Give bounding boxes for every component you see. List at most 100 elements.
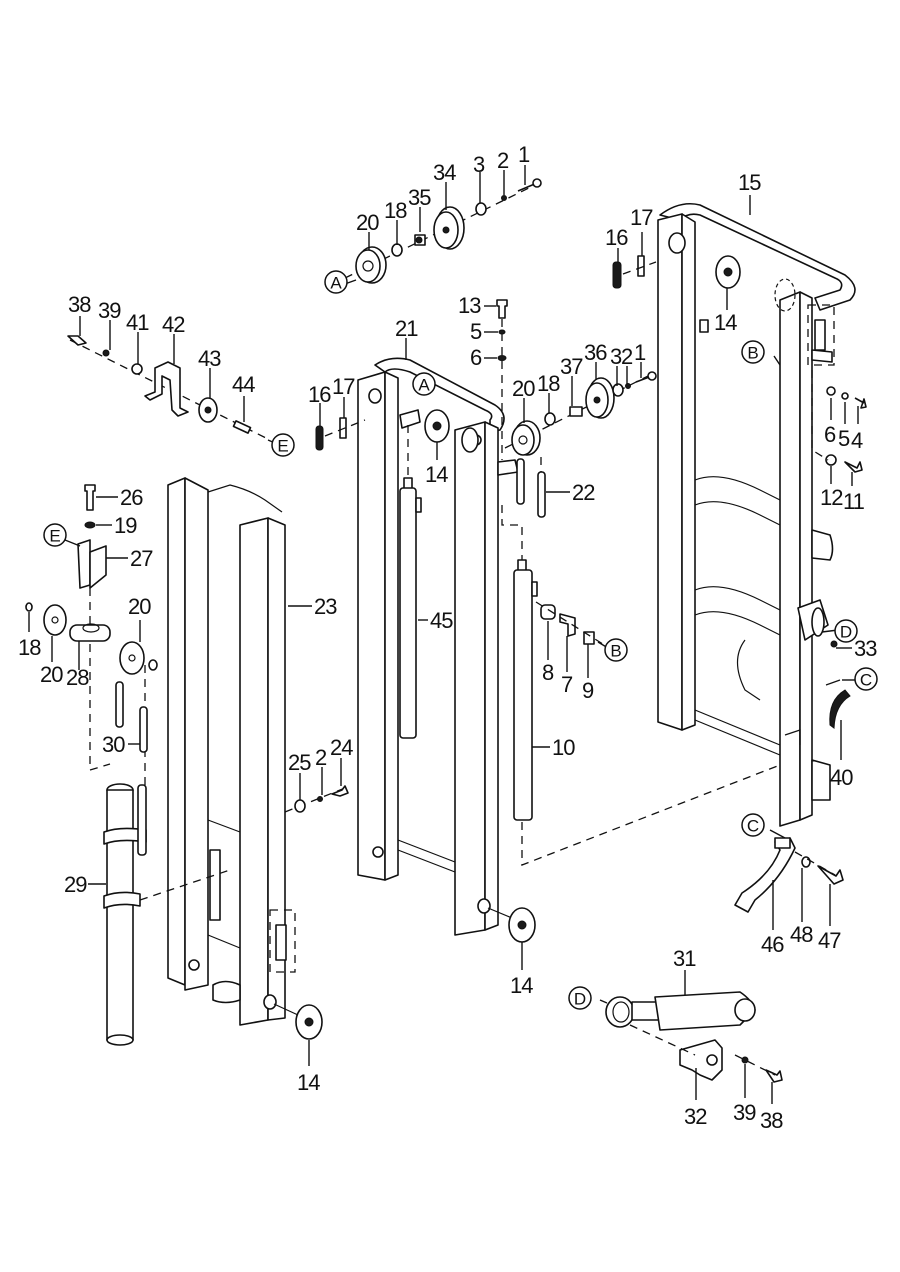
label-20c: 20 bbox=[40, 662, 63, 687]
chain-22 bbox=[516, 457, 546, 518]
label-4: 4 bbox=[851, 428, 863, 453]
chain-anchor-16-17-outer bbox=[612, 255, 657, 289]
ref-marker-a-top: A bbox=[324, 270, 348, 294]
label-46: 46 bbox=[761, 932, 784, 957]
snap-ring-18 bbox=[391, 243, 403, 257]
cylinder-bracket-D bbox=[797, 599, 838, 648]
ref-marker-e-bracket: E bbox=[271, 433, 295, 457]
sheave-20 bbox=[355, 246, 387, 284]
bearing-40 bbox=[825, 679, 851, 729]
label-45: 45 bbox=[430, 608, 453, 633]
label-13: 13 bbox=[458, 293, 481, 318]
label-24: 24 bbox=[330, 735, 353, 760]
inner-mast-21 bbox=[357, 357, 519, 936]
sheave-20-right bbox=[511, 420, 541, 456]
side-bolt-24-25 bbox=[284, 785, 349, 813]
label-2c: 2 bbox=[315, 745, 327, 770]
label-16: 16 bbox=[605, 225, 628, 250]
part-labels: 1 2 3 34 35 18 20 15 16 17 14 38 39 41 4… bbox=[18, 142, 878, 1133]
label-17b: 17 bbox=[332, 374, 355, 399]
ref-marker-a-mast: A bbox=[412, 372, 436, 396]
label-14: 14 bbox=[714, 310, 737, 335]
label-38: 38 bbox=[68, 292, 91, 317]
ref-marker-c-mast: C bbox=[854, 667, 878, 691]
nut-2-right bbox=[625, 383, 631, 389]
svg-text:A: A bbox=[330, 274, 342, 293]
label-18c: 18 bbox=[18, 635, 41, 660]
chain-anchor-16-17-inner bbox=[315, 417, 366, 451]
label-2: 2 bbox=[497, 148, 509, 173]
label-7: 7 bbox=[561, 672, 573, 697]
label-25: 25 bbox=[288, 750, 311, 775]
side-cylinder-29 bbox=[103, 783, 231, 1046]
label-14b: 14 bbox=[425, 462, 448, 487]
roller-14-inner-bottom bbox=[477, 898, 536, 943]
label-15: 15 bbox=[738, 170, 761, 195]
label-47: 47 bbox=[818, 928, 841, 953]
label-32: 32 bbox=[684, 1104, 707, 1129]
label-9: 9 bbox=[582, 678, 594, 703]
label-38b: 38 bbox=[760, 1108, 783, 1133]
label-28: 28 bbox=[66, 665, 89, 690]
label-39: 39 bbox=[98, 298, 121, 323]
svg-text:E: E bbox=[277, 437, 288, 456]
label-6b: 6 bbox=[824, 422, 836, 447]
label-5b: 5 bbox=[838, 426, 850, 451]
snap-ring-18-right bbox=[544, 412, 556, 426]
sheave-34 bbox=[433, 206, 465, 250]
leader-lines bbox=[28, 165, 859, 1104]
svg-text:E: E bbox=[49, 527, 60, 546]
ref-marker-e-sheave: E bbox=[43, 523, 67, 547]
outer-mast-15 bbox=[657, 202, 856, 827]
label-36: 36 bbox=[584, 340, 607, 365]
label-12: 12 bbox=[820, 485, 843, 510]
label-16b: 16 bbox=[308, 382, 331, 407]
svg-text:D: D bbox=[840, 623, 852, 642]
label-20b: 20 bbox=[512, 376, 535, 401]
label-6: 6 bbox=[470, 345, 482, 370]
reference-markers: A A B B C C D D bbox=[43, 270, 878, 1010]
lift-cylinder-45 bbox=[399, 425, 422, 739]
chain-sheave-bracket bbox=[25, 484, 158, 825]
svg-text:B: B bbox=[610, 642, 621, 661]
label-20d: 20 bbox=[128, 594, 151, 619]
bolt-13-stack bbox=[496, 299, 508, 460]
nut-2 bbox=[501, 195, 507, 201]
svg-text:A: A bbox=[418, 376, 430, 395]
label-1: 1 bbox=[518, 142, 530, 167]
label-19: 19 bbox=[114, 513, 137, 538]
label-34: 34 bbox=[433, 160, 456, 185]
label-14d: 14 bbox=[510, 973, 533, 998]
label-5: 5 bbox=[470, 319, 482, 344]
label-26: 26 bbox=[120, 485, 143, 510]
label-14c: 14 bbox=[297, 1070, 320, 1095]
label-11: 11 bbox=[843, 489, 865, 514]
label-18: 18 bbox=[384, 198, 407, 223]
outer-mast-side-fasteners bbox=[811, 370, 867, 473]
label-18b: 18 bbox=[537, 371, 560, 396]
lift-cylinder-10 bbox=[501, 505, 781, 866]
label-23: 23 bbox=[314, 594, 337, 619]
label-39b: 39 bbox=[733, 1100, 756, 1125]
spacer-37 bbox=[569, 406, 583, 417]
sheave-group-right bbox=[496, 299, 657, 518]
ref-marker-b-outer: B bbox=[741, 340, 765, 364]
ref-marker-d-cylinder: D bbox=[568, 986, 592, 1010]
label-17: 17 bbox=[630, 205, 653, 230]
pin-1 bbox=[517, 178, 542, 192]
svg-text:B: B bbox=[747, 344, 758, 363]
label-3b: 3 bbox=[610, 344, 622, 369]
label-22: 22 bbox=[572, 480, 595, 505]
bracket-group-42 bbox=[67, 335, 271, 441]
label-30: 30 bbox=[102, 732, 125, 757]
label-20: 20 bbox=[356, 210, 379, 235]
roller-14-inner-top bbox=[424, 409, 450, 443]
hose-roller-14-outer bbox=[668, 232, 741, 289]
top-sheave-group bbox=[344, 178, 542, 284]
intermediate-mast-23 bbox=[167, 477, 296, 1026]
label-10: 10 bbox=[552, 735, 575, 760]
label-3: 3 bbox=[473, 152, 485, 177]
label-44: 44 bbox=[232, 372, 255, 397]
pin-1-right bbox=[635, 371, 657, 383]
